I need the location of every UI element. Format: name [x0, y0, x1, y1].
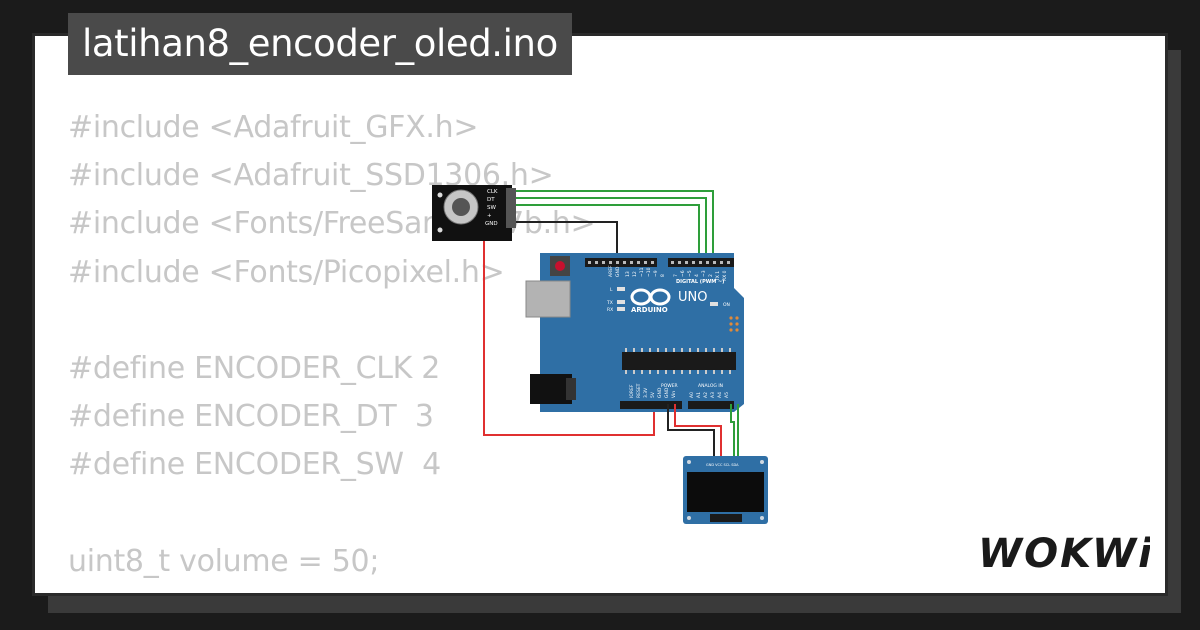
- pin-gnd-1: GND: [657, 387, 663, 398]
- wire-oled-scl: [730, 404, 735, 458]
- encoder-pin-clk: CLK: [487, 189, 498, 195]
- digital-header-label: DIGITAL (PWM ~): [676, 279, 724, 285]
- wire-dt: [512, 197, 707, 258]
- pin-12: 12: [632, 271, 638, 277]
- oled-display[interactable]: GND VCC SCL SDA: [683, 456, 768, 524]
- code-preview: #include <Adafruit_GFX.h> #include <Adafr…: [68, 104, 596, 593]
- wokwi-logo-text: WOKWi: [978, 531, 1150, 575]
- code-line: #define ENCODER_DT 3: [68, 399, 434, 435]
- encoder-pin-gnd: GND: [485, 221, 498, 227]
- power-jack: [530, 374, 572, 404]
- code-line: #include <Adafruit_SSD1306.h>: [68, 158, 554, 194]
- pin-8: 8: [660, 274, 666, 277]
- pin-5v: 5V: [650, 391, 656, 398]
- pin-rx0: RX 0: [722, 270, 728, 281]
- code-line: #define ENCODER_CLK 2: [68, 350, 441, 386]
- pin-aref-label: AREF: [608, 265, 614, 277]
- oled-pin-labels: GND VCC SCL SDA: [706, 463, 739, 467]
- led-tx-label: TX: [606, 300, 613, 306]
- wire-sw: [512, 204, 700, 258]
- arduino-brand: ARDUINO: [631, 306, 668, 314]
- pin-13: 13: [625, 271, 631, 277]
- wire-clk: [512, 190, 714, 258]
- arduino-infinity-logo: [630, 288, 671, 306]
- encoder-pin-plus: +: [487, 213, 492, 219]
- arduino-uno[interactable]: AREF GND 13 12 ~11 ~10 ~9 8 7 ~6 ~5 4 ~3…: [525, 253, 744, 412]
- pin-ioref: IOREF: [629, 384, 635, 398]
- pin-6: ~6: [680, 270, 686, 277]
- encoder-wires: [512, 190, 714, 258]
- analog-label: ANALOG IN: [698, 383, 723, 389]
- oled-screen: [687, 472, 764, 512]
- pin-a0: A0: [689, 392, 695, 398]
- arduino-model: UNO: [678, 290, 707, 305]
- power-label: POWER: [661, 383, 678, 389]
- pin-11: ~11: [639, 267, 645, 277]
- pin-a3: A3: [710, 392, 716, 398]
- pin-gnd-2: GND: [664, 387, 670, 398]
- wire-oled-gnd: [667, 404, 715, 458]
- rotary-encoder[interactable]: CLK DT SW + GND: [432, 185, 516, 241]
- pin-vin: Vin: [671, 391, 677, 398]
- pin-reset: RESET: [636, 383, 642, 398]
- project-title[interactable]: latihan8_encoder_oled.ino: [68, 13, 572, 75]
- pin-a5: A5: [724, 392, 730, 398]
- pin-3v3: 3.3V: [643, 387, 649, 398]
- code-line: #include <Adafruit_GFX.h>: [68, 110, 479, 145]
- led-rx-label: RX: [607, 307, 613, 313]
- atmega-chip: [622, 352, 736, 370]
- pin-2: 2: [708, 274, 714, 277]
- code-line: #include <Fonts/Picopixel.h>: [68, 254, 505, 290]
- code-line: #include <Fonts/FreeSans9pt7b.h>: [68, 206, 596, 242]
- pin-a2: A2: [703, 392, 709, 398]
- wokwi-logo: WOKWi: [978, 531, 1150, 575]
- code-line: uint8_t bass = 25;: [68, 586, 595, 593]
- pin-a1: A1: [696, 392, 702, 398]
- pin-7: 7: [673, 274, 679, 277]
- encoder-pin-dt: DT: [487, 197, 495, 203]
- pin-9: ~9: [653, 270, 659, 277]
- pin-10: ~10: [646, 267, 652, 277]
- wire-oled-vcc: [674, 404, 722, 458]
- usb-port: [525, 280, 571, 318]
- led-l-label: L: [610, 287, 613, 293]
- pin-a4: A4: [717, 392, 723, 398]
- code-line: uint8_t volume = 50;: [68, 543, 380, 579]
- pin-tx1: TX 1: [715, 271, 721, 282]
- encoder-pin-sw: SW: [487, 205, 496, 211]
- wire-gnd-black: [512, 221, 618, 258]
- pin-3: ~3: [701, 270, 707, 277]
- pin-gnd-label: GND: [615, 266, 621, 277]
- code-line: #define ENCODER_SW 4: [68, 447, 441, 483]
- led-on-label: ON: [723, 302, 730, 308]
- pin-4: 4: [694, 274, 700, 277]
- pin-5: ~5: [687, 270, 693, 277]
